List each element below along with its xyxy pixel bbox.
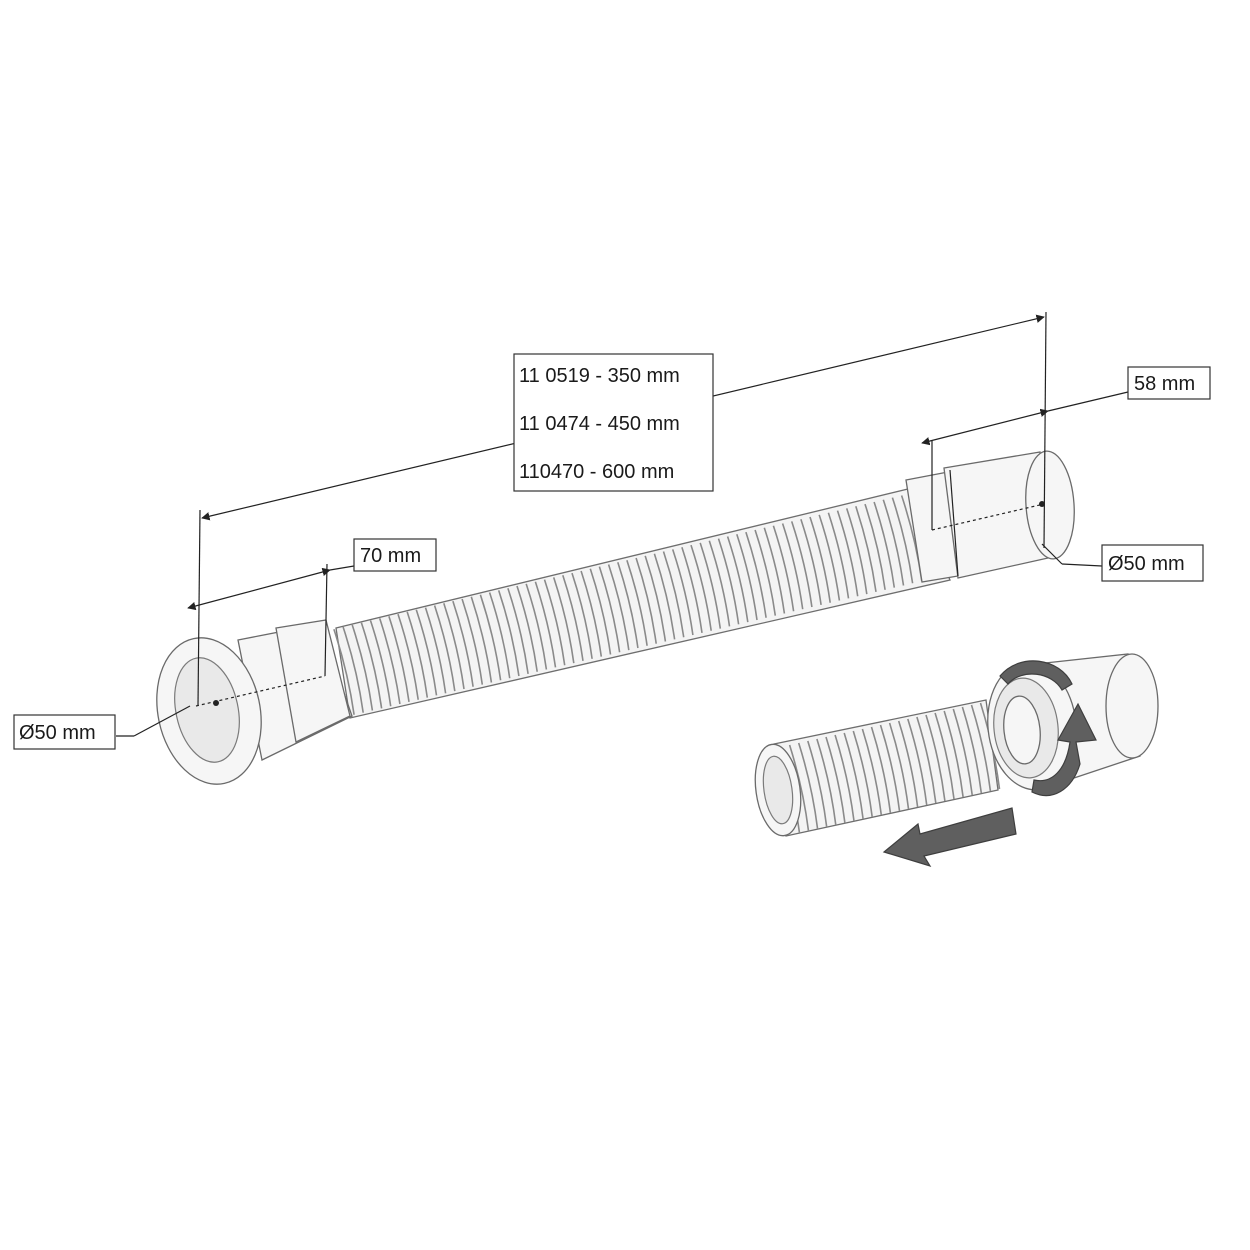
hose-body — [335, 487, 951, 719]
hose-rib — [888, 722, 910, 810]
hose-rib — [497, 590, 520, 677]
hose-rib — [671, 549, 694, 636]
detail-hose-ribs — [779, 702, 1001, 834]
hose-rib — [726, 536, 749, 623]
hose-rib — [827, 512, 850, 599]
length-label-box: 11 0519 - 350 mm 11 0474 - 450 mm 110470… — [513, 353, 714, 492]
hose-rib — [662, 551, 685, 638]
hose-rib — [516, 585, 538, 672]
socket-length-line — [187, 567, 331, 611]
hose-rib — [534, 581, 557, 668]
hose-rib — [378, 618, 401, 705]
hose-rib — [943, 710, 964, 798]
hose-rib — [809, 516, 831, 603]
pull-arrow-icon — [882, 807, 1017, 868]
sleeve-length-label: 58 mm — [1127, 366, 1211, 400]
hose-rib — [736, 534, 758, 621]
hose-rib — [507, 587, 529, 675]
hose-rib — [788, 744, 810, 832]
hose-rib — [571, 572, 593, 659]
hose-rib — [598, 566, 621, 653]
diameter-left-text: Ø50 mm — [19, 722, 96, 744]
hose-rib — [800, 518, 822, 606]
hose-rib — [607, 564, 630, 651]
hose-rib — [488, 592, 511, 679]
hose-rib — [970, 704, 992, 792]
hose-rib — [369, 620, 392, 707]
hose-rib — [415, 609, 438, 696]
sleeve-length-text: 58 mm — [1134, 373, 1195, 395]
length-text-2: 11 0474 - 450 mm — [519, 413, 680, 435]
hose-rib — [745, 531, 767, 618]
socket-length-label: 70 mm — [353, 538, 437, 572]
hose-rib — [834, 734, 855, 822]
hose-rib — [644, 555, 667, 642]
hose-rib — [879, 724, 901, 812]
hose-rib — [897, 720, 919, 808]
hose-rib — [452, 600, 474, 687]
hose-rib — [717, 538, 740, 625]
hose-rib — [351, 624, 374, 711]
hose-rib — [825, 736, 846, 824]
left-socket — [156, 619, 353, 785]
hose-rib — [580, 570, 603, 657]
sleeve-length-line — [921, 408, 1049, 446]
socket-length-text: 70 mm — [360, 545, 421, 567]
hose-rib — [626, 559, 648, 646]
hose-rib — [360, 622, 383, 709]
hose-rib — [699, 542, 722, 629]
rotate-arrow-icon — [999, 660, 1097, 797]
hose-rib — [397, 613, 419, 700]
hose-rib — [790, 521, 813, 608]
hose-rib — [852, 730, 873, 818]
hose-rib — [543, 579, 566, 666]
hose-rib — [470, 596, 493, 683]
hose-rib — [433, 605, 456, 692]
hose-rib — [843, 732, 864, 820]
hose-rib — [443, 603, 465, 690]
hose-rib — [818, 514, 841, 601]
length-text-3: 110470 - 600 mm — [519, 461, 674, 483]
assembly-detail — [754, 653, 1159, 868]
hose-rib — [690, 544, 712, 631]
hose-rib — [681, 546, 703, 634]
hose-rib — [479, 594, 502, 681]
hose-rib — [961, 706, 983, 794]
hose-rib — [916, 716, 937, 804]
hose-rib — [388, 615, 410, 703]
hose-rib — [925, 714, 946, 802]
hose-rib — [952, 708, 973, 796]
hose-rib — [797, 742, 819, 830]
hose-rib — [816, 738, 837, 826]
diameter-right-label: Ø50 mm — [1101, 544, 1204, 582]
hose-rib — [461, 598, 484, 685]
hose-rib — [772, 525, 795, 612]
hose-rib — [807, 740, 828, 828]
hose-rib — [406, 611, 429, 698]
hose-rib — [589, 568, 612, 655]
hose-rib — [763, 527, 786, 614]
hose-rib — [653, 553, 676, 640]
hose-rib — [424, 607, 447, 694]
hose-rib — [907, 718, 928, 806]
hose-rib — [552, 577, 575, 664]
length-text-1: 11 0519 - 350 mm — [519, 365, 680, 387]
hose-rib — [934, 712, 955, 800]
hose-rib — [861, 728, 883, 816]
hose-rib — [870, 726, 892, 814]
hose-rib — [708, 540, 731, 627]
hose-rib — [525, 583, 548, 670]
diameter-left-label: Ø50 mm — [13, 714, 116, 750]
hose-rib — [333, 628, 355, 715]
hose-rib — [617, 562, 639, 649]
hose-rib — [635, 557, 657, 644]
hose-rib — [781, 523, 804, 610]
hose-rib — [562, 575, 584, 662]
hose-rib — [342, 626, 364, 713]
hose-rib — [754, 529, 777, 616]
diameter-right-text: Ø50 mm — [1108, 553, 1185, 575]
